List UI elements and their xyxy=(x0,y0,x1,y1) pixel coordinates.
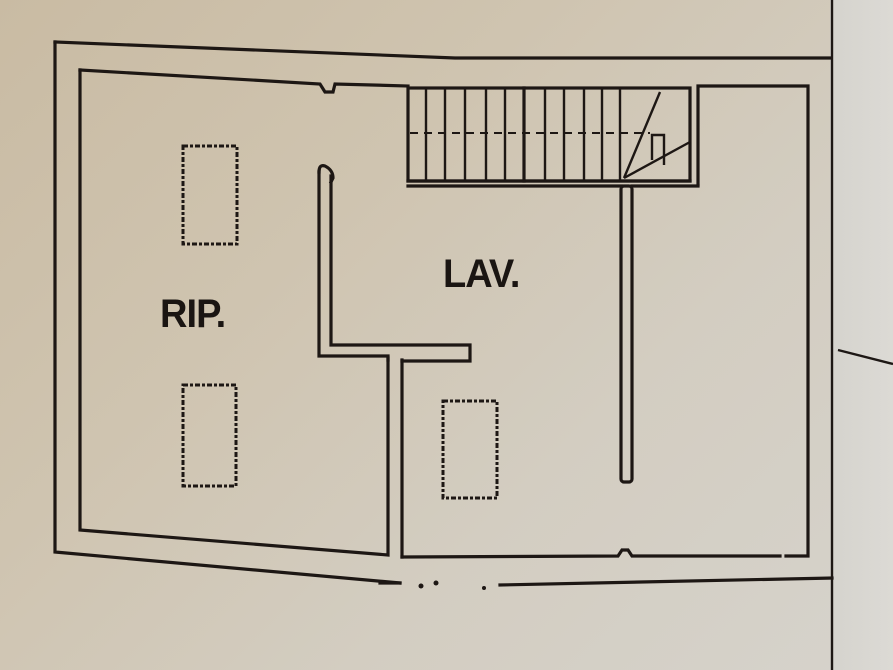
pillar-rip-lower xyxy=(181,383,238,488)
staircase xyxy=(406,86,700,188)
l-partition-wall xyxy=(317,164,472,363)
pillar-rip-upper xyxy=(181,144,239,246)
paper-edge-right xyxy=(830,0,893,670)
inner-wall xyxy=(78,68,810,559)
outer-wall xyxy=(53,0,893,670)
bottom-wall-marks xyxy=(418,580,486,590)
pillar-lav-lower xyxy=(441,399,499,500)
room-label-rip: RIP. xyxy=(160,292,226,336)
room-label-lav: LAV. xyxy=(443,252,520,296)
stair-partition-wall xyxy=(619,184,634,484)
